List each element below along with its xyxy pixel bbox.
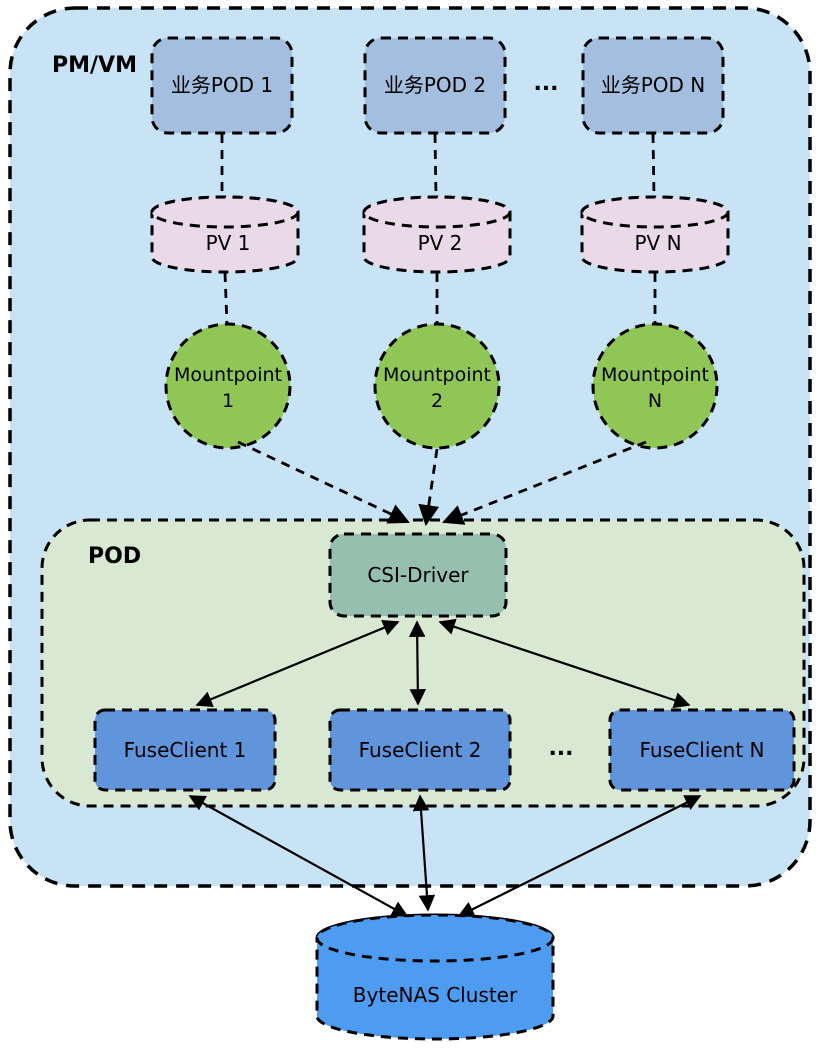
csi-fuseclient2-arrow <box>408 620 427 706</box>
csi-fuseclient1-arrow <box>195 620 400 707</box>
business-pod-2-label: 业务POD 2 <box>384 73 486 97</box>
fuse-client-n-label: FuseClient N <box>639 738 764 762</box>
mountpoint-2-circle <box>373 322 501 450</box>
business-pod-1-label: 业务POD 1 <box>171 73 273 97</box>
pm-vm-label: PM/VM <box>52 53 137 78</box>
mountpoint-n-circle <box>591 322 719 450</box>
pv-n-cylinder-top <box>580 195 730 229</box>
fuseclient1-bytenas-arrow <box>188 795 409 917</box>
bytenas-label: ByteNAS Cluster <box>353 983 518 1007</box>
pv-2-cylinder-top <box>362 195 512 229</box>
mountpointn-csi-connector <box>442 440 647 525</box>
pv-2-label: PV 2 <box>418 231 463 255</box>
pv-n-label: PV N <box>634 231 681 255</box>
bytenas-cylinder-top <box>315 913 555 963</box>
pod-group-label: POD <box>88 544 141 569</box>
csi-fuseclientn-arrow <box>438 618 691 709</box>
pod2-pv2-connector <box>433 133 438 199</box>
pv-1-label: PV 1 <box>206 231 251 255</box>
mountpoint-2-label-line2: 2 <box>431 390 443 412</box>
business-pod-2-box <box>363 36 507 135</box>
business-pod-1-box <box>150 36 294 135</box>
fuseclient2-bytenas-arrow <box>412 794 436 912</box>
fuse-client-1-label: FuseClient 1 <box>124 738 247 762</box>
fuse-client-2-label: FuseClient 2 <box>359 738 482 762</box>
fuse-client-n-box <box>608 708 796 792</box>
pv1-mountpoint1-connector <box>223 272 229 326</box>
csi-driver-label: CSI-Driver <box>367 563 469 587</box>
mountpoint-1-label-line1: Mountpoint <box>174 364 282 386</box>
mountpoint-n-label-line2: N <box>648 390 662 412</box>
business-pod-n-label: 业务POD N <box>601 73 706 97</box>
mountpoint-1-circle <box>164 322 292 450</box>
pv-1-cylinder-top <box>150 195 300 229</box>
mountpoint-2-label-line1: Mountpoint <box>383 364 491 386</box>
mountpoint-n-label-line1: Mountpoint <box>601 364 709 386</box>
business-pods-ellipsis: ... <box>533 71 558 96</box>
fuse-clients-ellipsis: ... <box>548 736 573 761</box>
mountpoint-1-label-line2: 1 <box>222 390 234 412</box>
csi-driver-box <box>328 532 508 618</box>
fuseclientn-bytenas-arrow <box>457 795 702 917</box>
fuse-client-1-box <box>93 708 277 792</box>
podn-pvn-connector <box>651 133 656 199</box>
fuse-client-2-box <box>328 708 512 792</box>
mountpoint2-csi-connector <box>418 448 440 527</box>
business-pod-n-box <box>581 36 725 135</box>
